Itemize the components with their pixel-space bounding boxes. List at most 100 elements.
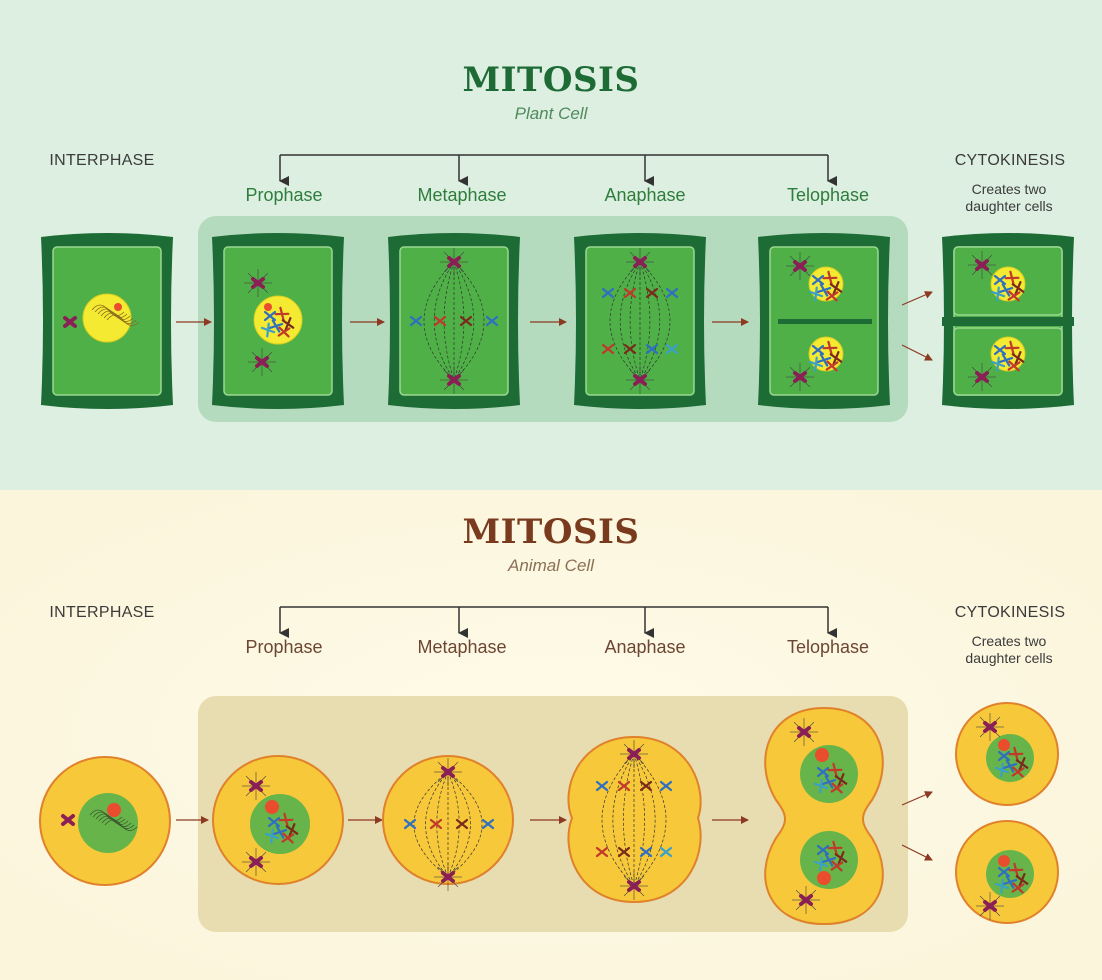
chromatid [659, 846, 673, 858]
spindle-fiber [436, 771, 449, 878]
nucleus [250, 794, 310, 854]
chromatid [990, 286, 1006, 302]
nucleolus [998, 739, 1010, 751]
animal-split-arrow [901, 791, 933, 806]
chromosome [821, 853, 837, 867]
chromatid [998, 353, 1014, 367]
centriole [61, 814, 75, 826]
dividing-wall [942, 317, 1074, 326]
chromatin [98, 815, 132, 827]
chromatid [1011, 280, 1025, 296]
animal-anaphase-cell [567, 735, 702, 904]
chromosome [813, 856, 829, 872]
plant-metaphase-cell [388, 233, 520, 409]
chromosome [617, 780, 631, 792]
chromatid [997, 866, 1011, 878]
chromosome [278, 812, 294, 828]
chromatid [821, 775, 837, 789]
cell-plate [778, 319, 872, 324]
chromatid [994, 762, 1010, 778]
chromatid [816, 283, 832, 297]
plant-daughter-cells [942, 233, 1074, 409]
chromatid [990, 356, 1006, 372]
centrosome [786, 363, 814, 391]
chromosome [821, 775, 837, 789]
chromatid [278, 812, 294, 828]
chromatid [617, 846, 631, 858]
spindle-fiber [453, 261, 475, 381]
chromosome [1004, 270, 1020, 286]
animal-telophase-cell [764, 706, 884, 926]
centriole [975, 371, 989, 383]
chromosome [1011, 350, 1025, 366]
nucleus [253, 295, 303, 345]
animal-metaphase-cell [382, 755, 514, 891]
plant-telophase-cell [758, 233, 890, 409]
centriole [447, 256, 461, 268]
chromatid [822, 270, 838, 286]
chromatid [994, 878, 1010, 894]
spindle-fiber [612, 753, 635, 887]
chromatid [1011, 350, 1025, 366]
centrosome [248, 348, 276, 376]
chromosome [1015, 756, 1029, 772]
chromatid [1002, 875, 1018, 889]
chromosome [277, 326, 291, 338]
chromosome [639, 846, 653, 858]
chromosome [830, 782, 844, 794]
centriole [797, 726, 811, 738]
chromosome [990, 286, 1006, 302]
chromatid [816, 766, 830, 778]
chromatid [830, 782, 844, 794]
chromatid [993, 344, 1007, 356]
chromatid [281, 832, 295, 844]
plant-anaphase-cell [574, 233, 706, 409]
chromosome [827, 762, 843, 778]
chromatid [601, 287, 615, 299]
centrosome [976, 892, 1004, 920]
chromosome [267, 816, 281, 828]
chromosome [816, 283, 832, 297]
chromatin [94, 306, 128, 318]
chromatid [825, 360, 839, 372]
centrosome [244, 269, 272, 297]
chromatin [104, 819, 138, 831]
chromatid [267, 816, 281, 828]
chromosome [455, 818, 469, 830]
chromosome [485, 315, 499, 327]
centriole [793, 260, 807, 272]
chromosome [659, 846, 673, 858]
spindle-fiber [601, 753, 635, 887]
centrosome [242, 772, 270, 800]
plant-interphase-cell [41, 233, 173, 409]
chromatid [623, 287, 637, 299]
chromatid [639, 780, 653, 792]
spindle-fiber [609, 261, 641, 381]
centriole [975, 259, 989, 271]
plant-prophase-cell [212, 233, 344, 409]
chromosome [1004, 340, 1020, 356]
chromatid [993, 274, 1007, 286]
animal-phase-bracket [279, 606, 837, 638]
chromatid [455, 818, 469, 830]
centrosome [63, 316, 77, 328]
chromatin [100, 310, 134, 322]
nucleolus [265, 800, 279, 814]
chromosome [816, 766, 830, 778]
chromatid [829, 350, 843, 366]
centriole [251, 277, 265, 289]
chromosome [822, 340, 838, 356]
chromatid [260, 322, 276, 338]
animal-split-arrow [901, 844, 933, 861]
centrosome [976, 713, 1004, 741]
chromosome [829, 280, 843, 296]
chromatid [825, 290, 839, 302]
centrosome [626, 366, 654, 394]
chromatin [106, 314, 140, 326]
chromosome [990, 356, 1006, 372]
chromatid [1007, 360, 1021, 372]
centriole [249, 780, 263, 792]
chromatid [1004, 270, 1020, 286]
spindle-fiber [639, 261, 671, 381]
